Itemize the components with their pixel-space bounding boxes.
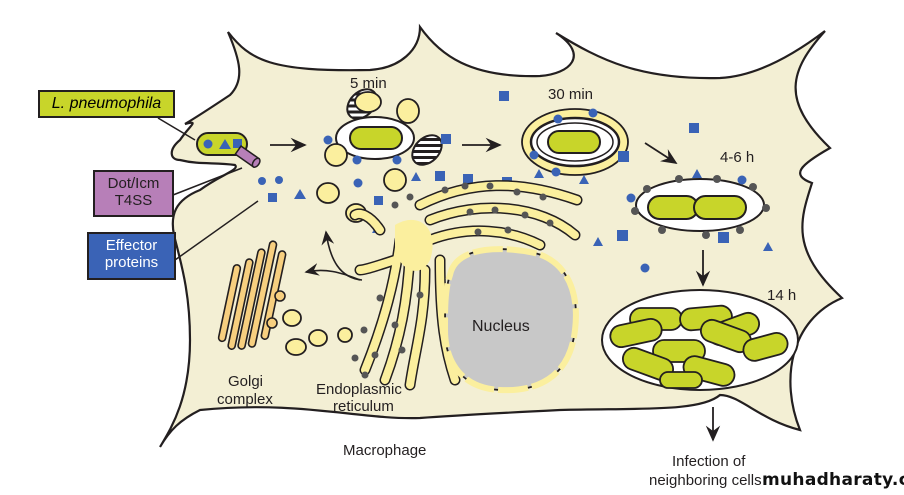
watermark: muhadharaty.com	[762, 470, 904, 490]
stage-14h	[601, 289, 799, 391]
golgi-label-line2: complex	[217, 391, 273, 408]
endoplasmic-reticulum	[349, 180, 583, 391]
timepoint-label-4-6h: 4-6 h	[720, 149, 754, 166]
effector-pointer-line	[174, 200, 259, 261]
pathogen-label: L. pneumophila	[51, 95, 162, 112]
macrophage-label: Macrophage	[343, 442, 426, 459]
nucleus-label: Nucleus	[472, 318, 530, 335]
stage-4-6h	[593, 169, 773, 273]
stage-30min	[502, 108, 629, 187]
pathogen-callout: L. pneumophila	[38, 90, 175, 118]
dotIcm-callout: Dot/Icm T4SS	[93, 170, 174, 217]
golgi-complex	[217, 240, 287, 350]
dotIcm-label-line1: Dot/Icm	[107, 175, 160, 192]
dotIcm-pointer-line	[172, 167, 243, 196]
arrow-er-to-golgi	[304, 263, 361, 281]
timepoint-label-5min: 5 min	[350, 75, 387, 92]
timepoint-label-30min: 30 min	[548, 86, 593, 103]
golgi-label-line1: Golgi	[228, 373, 263, 390]
dotIcm-label-line2: T4SS	[114, 192, 153, 210]
ribosomes	[351, 182, 554, 379]
er-label-line1: Endoplasmic	[316, 381, 402, 398]
outcome-label-line1: Infection of	[672, 453, 746, 470]
nucleus	[441, 246, 579, 394]
entering-bacterium	[196, 132, 261, 168]
transport-vesicles	[282, 309, 353, 356]
arrow-step-3	[644, 142, 678, 164]
dotIcm-secretion-icon	[234, 144, 261, 168]
effector-label-line2: proteins	[104, 254, 159, 272]
effector-callout: Effector proteins	[87, 232, 176, 280]
outcome-label-line2: neighboring cells	[649, 472, 762, 489]
er-label-line2: reticulum	[333, 398, 394, 415]
timepoint-label-14h: 14 h	[767, 287, 796, 304]
pathogen-pointer-line	[157, 117, 196, 141]
effector-label-line1: Effector	[105, 237, 158, 254]
